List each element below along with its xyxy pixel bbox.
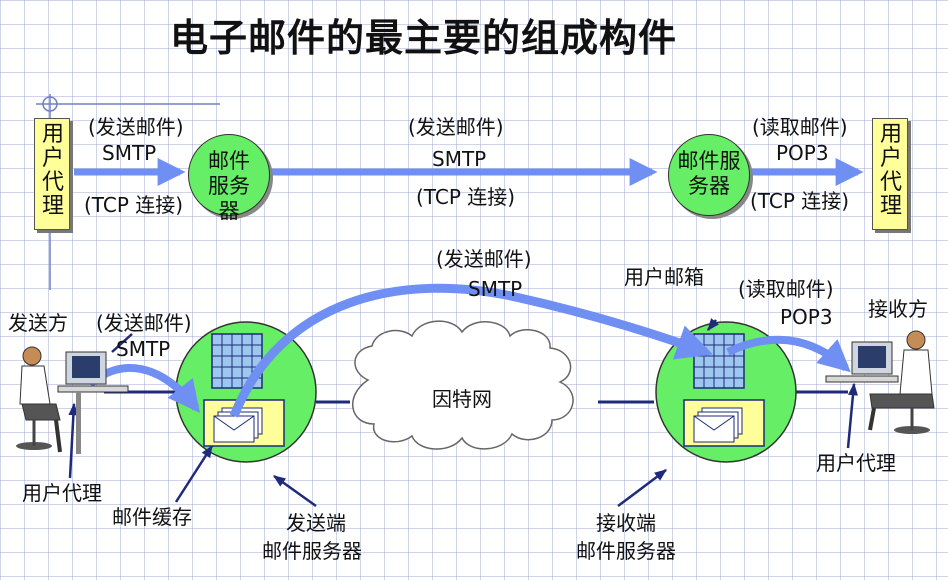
- top-left-mail-server: 邮件服务器: [188, 134, 270, 223]
- pointer-right-agent: [846, 382, 858, 449]
- top-right-user-agent-box: 用户代理: [872, 118, 908, 230]
- sender-computer-user-icon: [16, 346, 129, 454]
- pointer-mail-cache: [174, 444, 214, 503]
- top-link3-label-read: (读取邮件): [752, 115, 848, 139]
- relay-arc-arrow: [229, 283, 713, 418]
- right-user-agent-label: 用户代理: [816, 451, 896, 475]
- send-server-label-line2: 邮件服务器: [262, 539, 362, 563]
- read-curve-arrow: [726, 335, 851, 373]
- pointer-recv-server: [617, 469, 667, 507]
- relay-label-protocol: SMTP: [468, 277, 523, 301]
- top-link2-label-tcp: (TCP 连接): [416, 185, 516, 209]
- internet-label: 因特网: [432, 387, 492, 411]
- mail-cache-label: 邮件缓存: [112, 505, 192, 529]
- send-label-action: (发送邮件): [96, 311, 192, 335]
- top-right-user-agent-label: 用户代理: [880, 122, 903, 219]
- receiver-computer-user-icon: [825, 330, 935, 434]
- pointer-mailbox: [707, 318, 719, 331]
- internet-cloud-icon: [352, 320, 574, 450]
- recv-server-label-line2: 邮件服务器: [576, 539, 676, 563]
- top-link1-label-protocol: SMTP: [102, 141, 157, 165]
- top-link3-label-protocol: POP3: [776, 141, 829, 165]
- pointer-sender: [111, 333, 133, 353]
- top-link3-label-tcp: (TCP 连接): [750, 189, 850, 213]
- top-left-mail-server-label: 邮件服务器: [208, 149, 250, 223]
- read-label-protocol: POP3: [780, 305, 833, 329]
- sender-label: 发送方: [8, 311, 68, 335]
- pointer-left-agent: [68, 402, 79, 479]
- send-server-label-line1: 发送端: [286, 511, 346, 535]
- recv-mailbox-grid-icon: [693, 333, 745, 389]
- page-title: 电子邮件的最主要的组成构件: [170, 16, 678, 60]
- top-right-mail-server-label: 邮件服务器: [677, 149, 741, 198]
- left-user-agent-label: 用户代理: [22, 481, 102, 505]
- send-label-protocol: SMTP: [116, 337, 171, 361]
- recv-envelope-stack-icon: [683, 399, 765, 447]
- top-link1-label-send: (发送邮件): [88, 115, 184, 139]
- top-link2-label-protocol: SMTP: [432, 147, 487, 171]
- top-link1-label-tcp: (TCP 连接): [84, 193, 184, 217]
- recv-server-label-line1: 接收端: [596, 511, 656, 535]
- top-left-user-agent-label: 用户代理: [42, 122, 65, 219]
- relay-label-action: (发送邮件): [436, 247, 532, 271]
- send-envelope-stack-icon: [203, 399, 285, 447]
- receiver-label: 接收方: [868, 297, 928, 321]
- top-link2-label-send: (发送邮件): [408, 115, 504, 139]
- read-label-action: (读取邮件): [738, 277, 834, 301]
- pointer-send-server: [272, 474, 317, 508]
- mailbox-label: 用户邮箱: [624, 265, 704, 289]
- top-right-mail-server: 邮件服务器: [668, 134, 750, 216]
- top-left-user-agent-box: 用户代理: [34, 118, 70, 230]
